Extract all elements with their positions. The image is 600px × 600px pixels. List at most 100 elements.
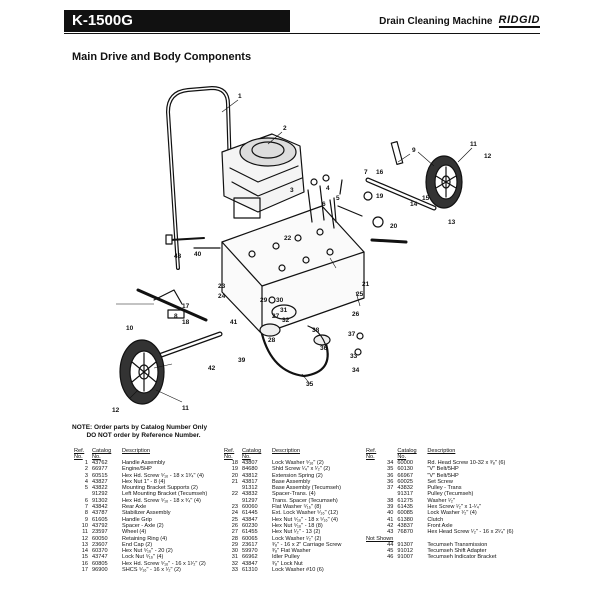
header-ref: Ref. No. — [366, 448, 377, 460]
cell-desc: Spacer - Axle (2) — [122, 522, 164, 529]
cell-cat: 61435 — [397, 504, 413, 511]
cell-desc: Handle Assembly — [122, 460, 166, 466]
bolts-left — [165, 234, 221, 249]
cell-ref: 2 — [84, 466, 88, 473]
cell-cat: 43792 — [92, 522, 108, 529]
cell-cat: 61275 — [397, 497, 413, 504]
cell-cat: 61455 — [242, 529, 258, 536]
cell-ref: 31 — [231, 554, 238, 561]
cell-cat: 91012 — [397, 548, 413, 555]
cell-cat: 60805 — [92, 560, 108, 567]
brand-logo: RIDGID — [498, 14, 540, 28]
callout-43: 43 — [174, 253, 182, 260]
cell-desc: Clutch — [427, 516, 444, 523]
cell-ref: Not Shown — [366, 535, 394, 542]
callout-25: 25 — [356, 291, 364, 298]
cell-cat: 43837 — [397, 522, 413, 529]
callout-2: 2 — [283, 125, 287, 132]
cell-cat: 43832 — [242, 491, 258, 498]
callout-37: 37 — [348, 331, 356, 338]
cell-cat: 43762 — [92, 460, 108, 466]
cell-cat: 59970 — [242, 548, 258, 555]
cell-ref: 22 — [231, 491, 238, 498]
cell-ref: 36 — [387, 478, 394, 485]
cell-ref: 26 — [231, 522, 238, 529]
cell-desc: SHCS ⁵⁄₁₆" - 16 x ¹⁄₂" (2) — [122, 567, 181, 574]
cell-desc: Front Axle — [427, 522, 453, 529]
callout-34: 34 — [352, 367, 360, 374]
base-assembly — [221, 205, 365, 335]
parts-list-column-1: Ref. No. Catalog No. Description 1 43762 H… — [72, 448, 209, 573]
callout-15: 15 — [422, 195, 430, 202]
cell-ref: 6 — [84, 497, 88, 504]
cell-ref: 27 — [231, 529, 238, 536]
header-description: Description — [122, 448, 150, 454]
front-wheel — [119, 339, 165, 405]
cell-cat: 60130 — [397, 466, 413, 473]
callout-3: 3 — [290, 187, 294, 194]
header-ref: Ref. No. — [74, 448, 85, 460]
cell-cat: 61605 — [92, 516, 108, 523]
cell-ref: 15 — [81, 554, 88, 561]
cell-ref: 32 — [231, 560, 238, 567]
cell-cat: 61445 — [242, 510, 258, 517]
callout-12b: 12 — [112, 407, 120, 414]
cell-cat: 60050 — [92, 535, 108, 542]
cell-cat: 61310 — [242, 567, 258, 574]
callout-1: 1 — [238, 93, 242, 100]
handle-assembly — [166, 86, 232, 270]
cell-ref: 39 — [387, 504, 394, 511]
callout-11a: 11 — [470, 141, 477, 148]
callout-29: 29 — [260, 297, 268, 304]
callout-14: 14 — [410, 201, 418, 208]
cell-cat: 43832 — [397, 485, 413, 492]
callout-4: 4 — [326, 185, 330, 192]
cell-cat: 84680 — [242, 466, 258, 473]
cell-desc: Trans. Spacer (Tecumseh) — [272, 497, 338, 504]
callout-35: 35 — [306, 381, 314, 388]
cell-ref: 9 — [84, 516, 88, 523]
cell-desc: Hex Nut ¹⁄₂" - 13 (2) — [272, 529, 321, 536]
cell-desc: End Cap (2) — [122, 541, 153, 548]
document-title: Drain Cleaning Machine — [379, 15, 493, 27]
cell-desc: Mounting Bracket Supports (2) — [122, 485, 198, 492]
callout-19: 19 — [376, 193, 384, 200]
cell-cat: 60000 — [397, 460, 413, 466]
cell-cat: 60515 — [92, 472, 108, 479]
callout-30: 30 — [276, 297, 284, 304]
rear-axle — [365, 177, 437, 211]
cell-cat: 23607 — [92, 541, 108, 548]
cell-desc: Tecumseh Transmission — [427, 541, 488, 548]
callout-42: 42 — [208, 365, 216, 372]
cell-ref: 1 — [84, 460, 88, 466]
cell-ref: 14 — [81, 548, 88, 555]
cell-ref: 7 — [84, 504, 88, 511]
callout-22: 22 — [284, 235, 292, 242]
cell-cat: 91302 — [92, 497, 108, 504]
cell-cat: 60025 — [397, 478, 413, 485]
cell-cat: 91307 — [397, 541, 413, 548]
cell-desc: ³⁄₈" Flat Washer — [272, 548, 311, 555]
cell-desc: Rd. Head Screw 10-32 x ³⁄₈" (6) — [427, 460, 506, 466]
callout-9: 9 — [412, 147, 416, 154]
cell-desc: Flat Washer ⁵⁄₁₆" (8) — [272, 504, 322, 511]
header-catalog: Catalog No. — [92, 448, 112, 460]
cell-ref: 20 — [231, 472, 238, 479]
